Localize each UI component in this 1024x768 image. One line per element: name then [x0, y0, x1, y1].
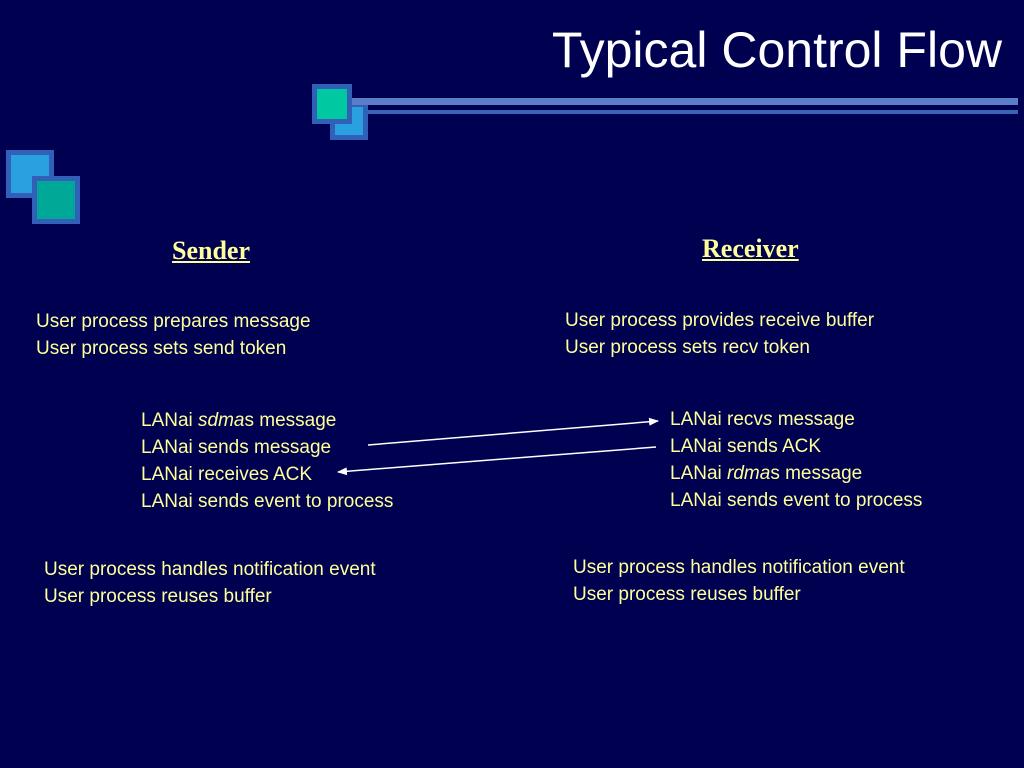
sender-setup-block: User process prepares message User proce… [36, 308, 311, 362]
sender-setup-line: User process sets send token [36, 338, 287, 359]
receiver-heading: Receiver [702, 234, 799, 263]
receiver-setup-line: User process provides receive buffer [565, 310, 875, 331]
receiver-setup-block: User process provides receive buffer Use… [565, 307, 874, 361]
receiver-setup-line: User process sets recv token [565, 337, 810, 358]
title-rule-top [352, 98, 1018, 105]
receiver-finish-block: User process handles notification event … [573, 554, 905, 608]
decor-square-teal-left [32, 176, 80, 224]
sender-lanai-block: LANai sdmas message LANai sends message … [141, 407, 393, 515]
sender-lanai-line: LANai sdmas message [141, 410, 337, 431]
slide-title: Typical Control Flow [551, 22, 1002, 78]
sender-finish-line: User process reuses buffer [44, 586, 272, 607]
receiver-lanai-line: LANai rdmas message [670, 463, 863, 484]
decor-square-teal-top [312, 84, 352, 124]
ack-arrow [337, 446, 657, 476]
sender-finish-line: User process handles notification event [44, 559, 376, 580]
sender-setup-line: User process prepares message [36, 311, 311, 332]
receiver-lanai-line: LANai recvs message [670, 409, 855, 430]
decor-square-blue-left [6, 150, 54, 198]
sender-heading: Sender [172, 236, 250, 265]
sender-lanai-line: LANai sends event to process [141, 491, 394, 512]
sender-lanai-line: LANai receives ACK [141, 464, 313, 485]
send-message-arrow [367, 417, 659, 446]
sender-lanai-line: LANai sends message [141, 437, 332, 458]
receiver-lanai-line: LANai sends ACK [670, 436, 822, 457]
receiver-lanai-line: LANai sends event to process [670, 490, 923, 511]
receiver-lanai-block: LANai recvs message LANai sends ACK LANa… [670, 406, 922, 514]
receiver-finish-line: User process reuses buffer [573, 584, 801, 605]
title-rule-bottom [368, 110, 1018, 114]
sender-finish-block: User process handles notification event … [44, 556, 376, 610]
receiver-finish-line: User process handles notification event [573, 557, 905, 578]
